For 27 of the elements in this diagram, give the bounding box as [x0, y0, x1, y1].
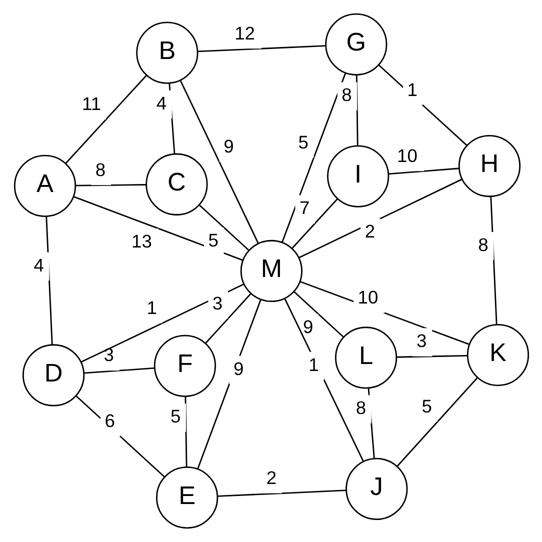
edge-label: 8: [94, 158, 106, 180]
edge-label: 5: [421, 396, 432, 417]
edge-label: 1: [406, 78, 417, 100]
edge-label: 2: [364, 220, 375, 242]
edge-label: 9: [302, 316, 313, 338]
edge-label: 13: [131, 230, 152, 252]
edge-label: 10: [357, 286, 378, 308]
edge-label: 7: [298, 197, 310, 218]
edge-label: 8: [341, 84, 352, 106]
edge-label: 2: [266, 466, 276, 488]
edge-label: 9: [233, 358, 244, 379]
edge-label: 11: [82, 93, 101, 114]
edge-label: 5: [298, 131, 308, 152]
edge-label: 5: [208, 229, 218, 250]
edge-label: 4: [33, 254, 44, 276]
edge-label: 1: [308, 354, 318, 375]
edge-label: 9: [223, 136, 234, 157]
edge-label: 3: [212, 292, 222, 314]
edge-label: 8: [478, 234, 488, 255]
edge-label: 4: [156, 92, 166, 114]
edge-label: 8: [355, 397, 366, 418]
edge-label: 10: [396, 144, 417, 166]
edge-label: 12: [234, 22, 254, 44]
edge-label: 1: [146, 296, 156, 318]
edge-label: 5: [170, 406, 180, 427]
edge-label: 3: [416, 330, 426, 352]
edge-label: 6: [104, 410, 114, 432]
